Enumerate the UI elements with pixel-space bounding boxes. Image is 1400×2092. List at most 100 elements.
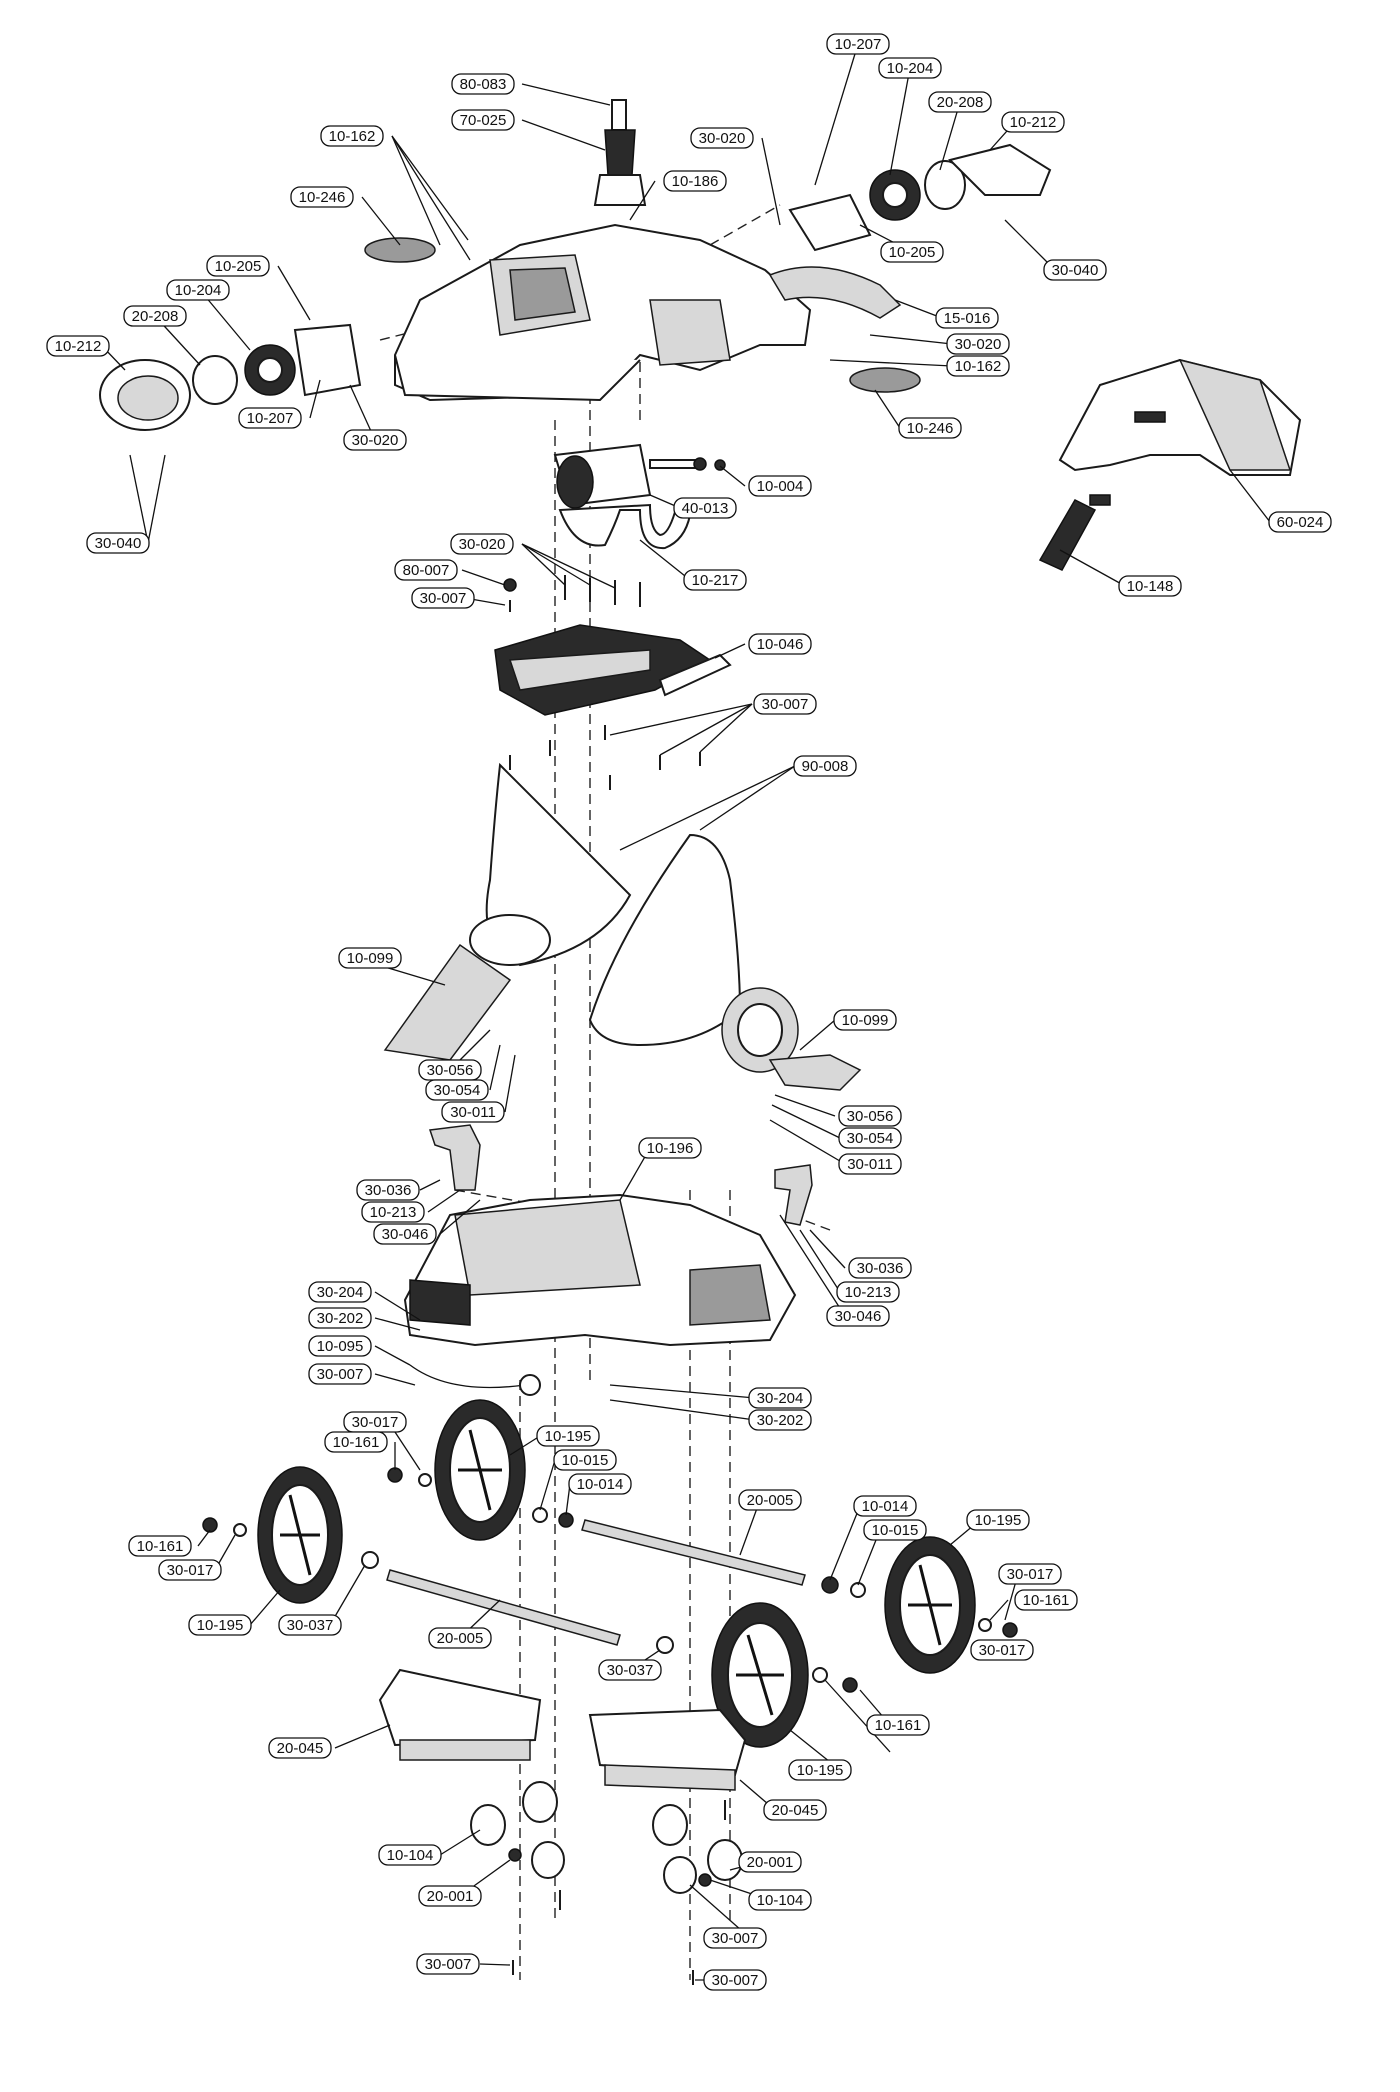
flap-left bbox=[383, 943, 512, 1061]
callout-part-number: 10-186 bbox=[672, 173, 719, 190]
callout-part-number: 10-213 bbox=[845, 1284, 892, 1301]
callout-10-213: 10-213 bbox=[836, 1281, 900, 1303]
callout-10-014: 10-014 bbox=[853, 1495, 917, 1517]
callout-part-number: 15-016 bbox=[944, 310, 991, 327]
callout-20-005: 20-005 bbox=[428, 1627, 492, 1649]
callout-part-number: 20-001 bbox=[747, 1854, 794, 1871]
callout-part-number: 10-213 bbox=[370, 1204, 417, 1221]
callout-bubble bbox=[863, 1519, 927, 1541]
callout-bubble bbox=[320, 125, 384, 147]
callout-20-001: 20-001 bbox=[738, 1851, 802, 1873]
callout-part-number: 30-202 bbox=[757, 1412, 804, 1429]
callout-part-number: 20-001 bbox=[427, 1888, 474, 1905]
motor-clamp bbox=[558, 503, 692, 550]
callout-part-number: 30-020 bbox=[699, 130, 746, 147]
callout-bubble bbox=[308, 1335, 372, 1357]
callout-30-020: 30-020 bbox=[343, 429, 407, 451]
callout-10-212: 10-212 bbox=[1001, 111, 1065, 133]
callout-part-number: 30-007 bbox=[762, 696, 809, 713]
callout-bubble bbox=[378, 1844, 442, 1866]
callout-10-015: 10-015 bbox=[863, 1519, 927, 1541]
callout-30-204: 30-204 bbox=[748, 1387, 812, 1409]
callout-bubble bbox=[166, 279, 230, 301]
callout-30-037: 30-037 bbox=[598, 1659, 662, 1681]
callout-part-number: 10-161 bbox=[875, 1717, 922, 1734]
callout-bubble bbox=[536, 1425, 600, 1447]
callout-bubble bbox=[880, 241, 944, 263]
callout-part-number: 10-014 bbox=[862, 1498, 909, 1515]
callout-part-number: 90-008 bbox=[802, 758, 849, 775]
callout-part-number: 30-007 bbox=[712, 1930, 759, 1947]
callout-part-number: 20-045 bbox=[772, 1802, 819, 1819]
callout-bubble bbox=[1118, 575, 1182, 597]
callout-bubble bbox=[928, 91, 992, 113]
callout-10-207: 10-207 bbox=[826, 33, 890, 55]
callout-bubble bbox=[450, 533, 514, 555]
callout-40-013: 40-013 bbox=[673, 497, 737, 519]
right-side-assembly bbox=[788, 143, 1052, 393]
callout-10-196: 10-196 bbox=[638, 1137, 702, 1159]
callout-30-020: 30-020 bbox=[946, 333, 1010, 355]
callout-10-246: 10-246 bbox=[290, 186, 354, 208]
callout-bubble bbox=[748, 475, 812, 497]
callout-part-number: 30-020 bbox=[352, 432, 399, 449]
callout-part-number: 20-208 bbox=[132, 308, 179, 325]
callout-part-number: 10-015 bbox=[562, 1452, 609, 1469]
callout-30-017: 30-017 bbox=[970, 1639, 1034, 1661]
callout-part-number: 30-046 bbox=[835, 1308, 882, 1325]
callout-bubble bbox=[1001, 111, 1065, 133]
callout-30-017: 30-017 bbox=[158, 1559, 222, 1581]
callout-10-161: 10-161 bbox=[128, 1535, 192, 1557]
callout-bubble bbox=[238, 407, 302, 429]
callout-30-036: 30-036 bbox=[356, 1179, 420, 1201]
callout-bubble bbox=[833, 1009, 897, 1031]
callout-bubble bbox=[898, 417, 962, 439]
callout-labels: 80-08370-02510-16210-18610-24610-20510-2… bbox=[46, 33, 1332, 1991]
callout-part-number: 30-007 bbox=[420, 590, 467, 607]
callout-10-004: 10-004 bbox=[748, 475, 812, 497]
callout-10-205: 10-205 bbox=[206, 255, 270, 277]
callout-30-007: 30-007 bbox=[308, 1363, 372, 1385]
callout-part-number: 30-017 bbox=[979, 1642, 1026, 1659]
callout-bubble bbox=[373, 1223, 437, 1245]
callout-bubble bbox=[998, 1563, 1062, 1585]
callout-30-202: 30-202 bbox=[748, 1409, 812, 1431]
callout-bubble bbox=[308, 1307, 372, 1329]
callout-part-number: 10-207 bbox=[835, 36, 882, 53]
callout-bubble bbox=[418, 1885, 482, 1907]
callout-part-number: 10-212 bbox=[55, 338, 102, 355]
callout-part-number: 10-195 bbox=[797, 1762, 844, 1779]
callout-part-number: 10-217 bbox=[692, 572, 739, 589]
callout-bubble bbox=[748, 633, 812, 655]
callout-part-number: 30-056 bbox=[847, 1108, 894, 1125]
callout-bubble bbox=[1014, 1589, 1078, 1611]
callout-bubble bbox=[308, 1281, 372, 1303]
callout-80-083: 80-083 bbox=[451, 73, 515, 95]
callout-part-number: 30-036 bbox=[857, 1260, 904, 1277]
callout-bubble bbox=[290, 186, 354, 208]
callout-20-001: 20-001 bbox=[418, 1885, 482, 1907]
callout-30-007: 30-007 bbox=[753, 693, 817, 715]
callout-bubble bbox=[46, 335, 110, 357]
callout-60-024: 60-024 bbox=[1268, 511, 1332, 533]
callout-bubble bbox=[598, 1659, 662, 1681]
callout-part-number: 10-161 bbox=[1023, 1592, 1070, 1609]
screws-lower bbox=[509, 725, 701, 790]
callout-bubble bbox=[970, 1639, 1034, 1661]
callout-part-number: 30-020 bbox=[955, 336, 1002, 353]
callout-20-208: 20-208 bbox=[928, 91, 992, 113]
callout-part-number: 70-025 bbox=[460, 112, 507, 129]
callout-10-186: 10-186 bbox=[663, 170, 727, 192]
bracket-left bbox=[428, 1124, 481, 1191]
callout-bubble bbox=[826, 1305, 890, 1327]
callout-30-046: 30-046 bbox=[826, 1305, 890, 1327]
callout-30-017: 30-017 bbox=[998, 1563, 1062, 1585]
callout-part-number: 20-005 bbox=[747, 1492, 794, 1509]
callout-20-045: 20-045 bbox=[763, 1799, 827, 1821]
callout-10-161: 10-161 bbox=[866, 1714, 930, 1736]
callout-10-195: 10-195 bbox=[966, 1509, 1030, 1531]
callout-bubble bbox=[324, 1431, 388, 1453]
handle bbox=[768, 266, 902, 319]
cable bbox=[409, 1364, 526, 1389]
filter-bags bbox=[469, 762, 799, 1073]
